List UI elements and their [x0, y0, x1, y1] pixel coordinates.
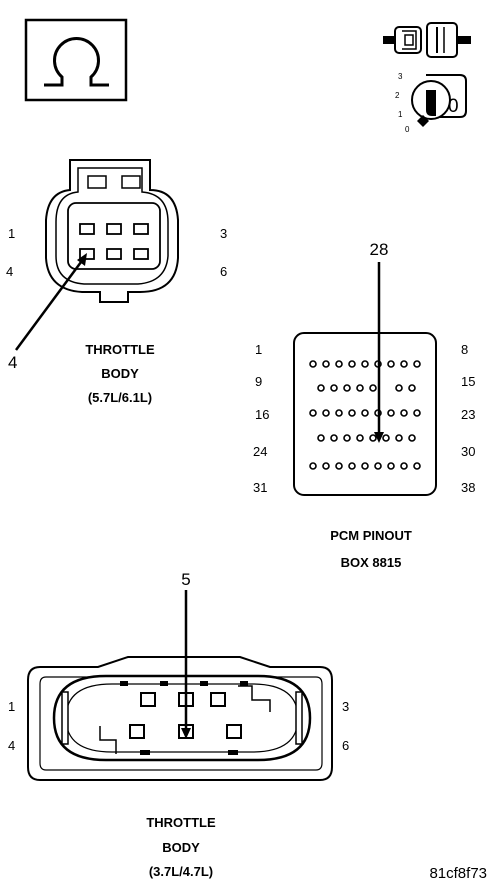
ignition-position-0: 0 [405, 125, 410, 134]
pcm-row-label-right: 38 [461, 480, 475, 495]
pin-cavity [210, 692, 226, 707]
pcm-pin-cavity [387, 409, 395, 417]
pin-label-4: 4 [8, 738, 15, 753]
pin-cavity [140, 692, 156, 707]
pin-cavity [79, 223, 95, 235]
pcm-pin-cavity [330, 434, 338, 442]
pcm-pin-cavity [408, 434, 416, 442]
pcm-pin-cavity [343, 384, 351, 392]
pcm-pin-cavity [387, 360, 395, 368]
pin-label-1: 1 [8, 226, 15, 241]
pcm-pin-cavity [395, 434, 403, 442]
pcm-row-label-left: 31 [253, 480, 267, 495]
pcm-pin-cavity [413, 360, 421, 368]
pcm-pin-cavity [356, 384, 364, 392]
pcm-pin-cavity [348, 409, 356, 417]
pcm-pin-cavity [387, 462, 395, 470]
ignition-position-3: 3 [398, 72, 403, 81]
pcm-pin-cavity [400, 360, 408, 368]
figure-code: 81cf8f73 [429, 865, 487, 882]
pcm-row-label-right: 23 [461, 407, 475, 422]
callout-arrowhead [77, 253, 87, 266]
pcm-pin-cavity [335, 360, 343, 368]
callout-number: 4 [8, 353, 17, 372]
pcm-pin-cavity [335, 462, 343, 470]
throttle-body-37-connector [27, 656, 333, 781]
pcm-pin-grid [309, 360, 421, 470]
pcm-pin-cavity [356, 434, 364, 442]
pcm-row-label-left: 9 [255, 374, 262, 389]
pcm-pin-cavity [322, 409, 330, 417]
caption-line-2: BODY [162, 840, 200, 855]
pcm-row-label-right: 15 [461, 374, 475, 389]
pin-label-1: 1 [8, 699, 15, 714]
ignition-key-label: 0 [448, 96, 459, 117]
pcm-pin-cavity [348, 462, 356, 470]
pcm-pin-cavity [309, 462, 317, 470]
pcm-pin-cavity [369, 434, 377, 442]
pcm-pin-cavity [348, 360, 356, 368]
pcm-pin-cavity [322, 462, 330, 470]
ignition-position-1: 1 [398, 110, 403, 119]
pcm-pin-cavity [369, 384, 377, 392]
ohmmeter-icon [24, 18, 128, 102]
pin-label-4: 4 [6, 264, 13, 279]
pin-cavity [106, 223, 122, 235]
disconnect-connector-icon [383, 22, 471, 58]
pcm-pin-cavity [395, 384, 403, 392]
caption-line-3: (5.7L/6.1L) [88, 390, 152, 405]
pin-label-6: 6 [342, 738, 349, 753]
pin-cavity [129, 724, 145, 739]
pcm-pin-cavity [408, 384, 416, 392]
pcm-pin-cavity [322, 360, 330, 368]
caption-line-2: BOX 8815 [341, 555, 402, 570]
pcm-pin-cavity [361, 360, 369, 368]
pcm-row-label-right: 8 [461, 342, 468, 357]
callout-leader-line [14, 257, 86, 351]
pcm-pin-cavity [400, 409, 408, 417]
caption-line-1: PCM PINOUT [330, 528, 412, 543]
ignition-key-off-icon: 0 3 2 1 0 [395, 72, 467, 134]
pcm-row-label-left: 24 [253, 444, 267, 459]
pcm-pin-cavity [361, 462, 369, 470]
pcm-pin-cavity [309, 360, 317, 368]
callout-number: 5 [181, 570, 190, 589]
pcm-pin-cavity [374, 462, 382, 470]
pcm-pin-cavity [361, 409, 369, 417]
pcm-row-label-left: 16 [255, 407, 269, 422]
pin-label-3: 3 [342, 699, 349, 714]
pcm-pin-cavity [343, 434, 351, 442]
caption-line-1: THROTTLE [146, 815, 216, 830]
caption-line-2: BODY [101, 366, 139, 381]
pcm-pin-cavity [330, 384, 338, 392]
pin-cavity [106, 248, 122, 260]
caption-line-3: (3.7L/4.7L) [149, 864, 213, 879]
callout-arrowhead [374, 432, 384, 443]
pcm-pin-cavity [309, 409, 317, 417]
pcm-pin-cavity [400, 462, 408, 470]
pin-label-6: 6 [220, 264, 227, 279]
pcm-pin-cavity [413, 409, 421, 417]
pcm-row-label-left: 1 [255, 342, 262, 357]
pcm-pin-cavity [413, 462, 421, 470]
pin-cavity [133, 223, 149, 235]
pin-cavity [133, 248, 149, 260]
pin-label-3: 3 [220, 226, 227, 241]
callout-number: 28 [370, 240, 389, 259]
pcm-pin-cavity [317, 384, 325, 392]
pcm-pin-cavity [335, 409, 343, 417]
pin-cavity [226, 724, 242, 739]
callout-arrowhead [181, 728, 191, 739]
pcm-pin-cavity [382, 434, 390, 442]
pin-cavity [79, 248, 95, 260]
pcm-pin-cavity [317, 434, 325, 442]
caption-line-1: THROTTLE [85, 342, 155, 357]
pcm-row-label-right: 30 [461, 444, 475, 459]
ignition-position-2: 2 [395, 91, 400, 100]
